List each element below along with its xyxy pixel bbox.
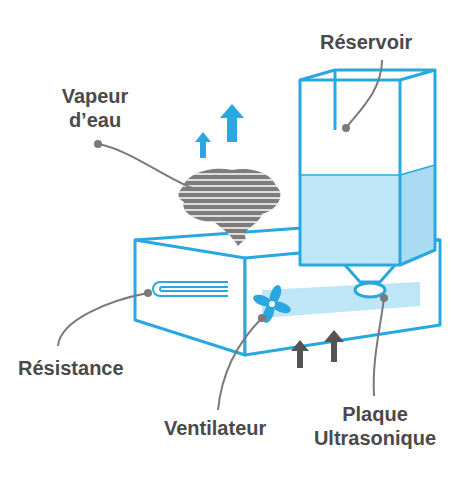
vapour-cloud xyxy=(170,169,290,246)
part-label: Ventilateur xyxy=(164,416,304,440)
water-channel xyxy=(262,282,420,318)
cloud-stripe xyxy=(170,197,290,199)
cloud-stripe xyxy=(170,215,290,217)
part-label: Vapeur d’eau xyxy=(40,84,150,132)
part-label: Résistance xyxy=(18,356,168,380)
fan xyxy=(251,283,292,324)
cloud-stripe xyxy=(170,221,290,223)
cloud-stripe xyxy=(170,173,290,175)
cloud-stripe xyxy=(170,209,290,211)
resistance-element xyxy=(153,282,228,296)
vapour-arrows xyxy=(195,104,244,158)
part-label: Réservoir xyxy=(320,30,430,54)
cloud-stripe xyxy=(170,203,290,205)
cloud-stripe xyxy=(170,191,290,193)
cloud-stripe xyxy=(170,233,290,235)
ultrasonic-plate xyxy=(355,283,385,297)
air-arrows xyxy=(291,330,344,368)
cloud-stripe xyxy=(170,227,290,229)
leader-dots xyxy=(94,124,388,322)
cloud-stripe xyxy=(170,239,290,241)
cloud-stripe xyxy=(170,179,290,181)
part-label: Plaque Ultrasonique xyxy=(300,402,450,450)
